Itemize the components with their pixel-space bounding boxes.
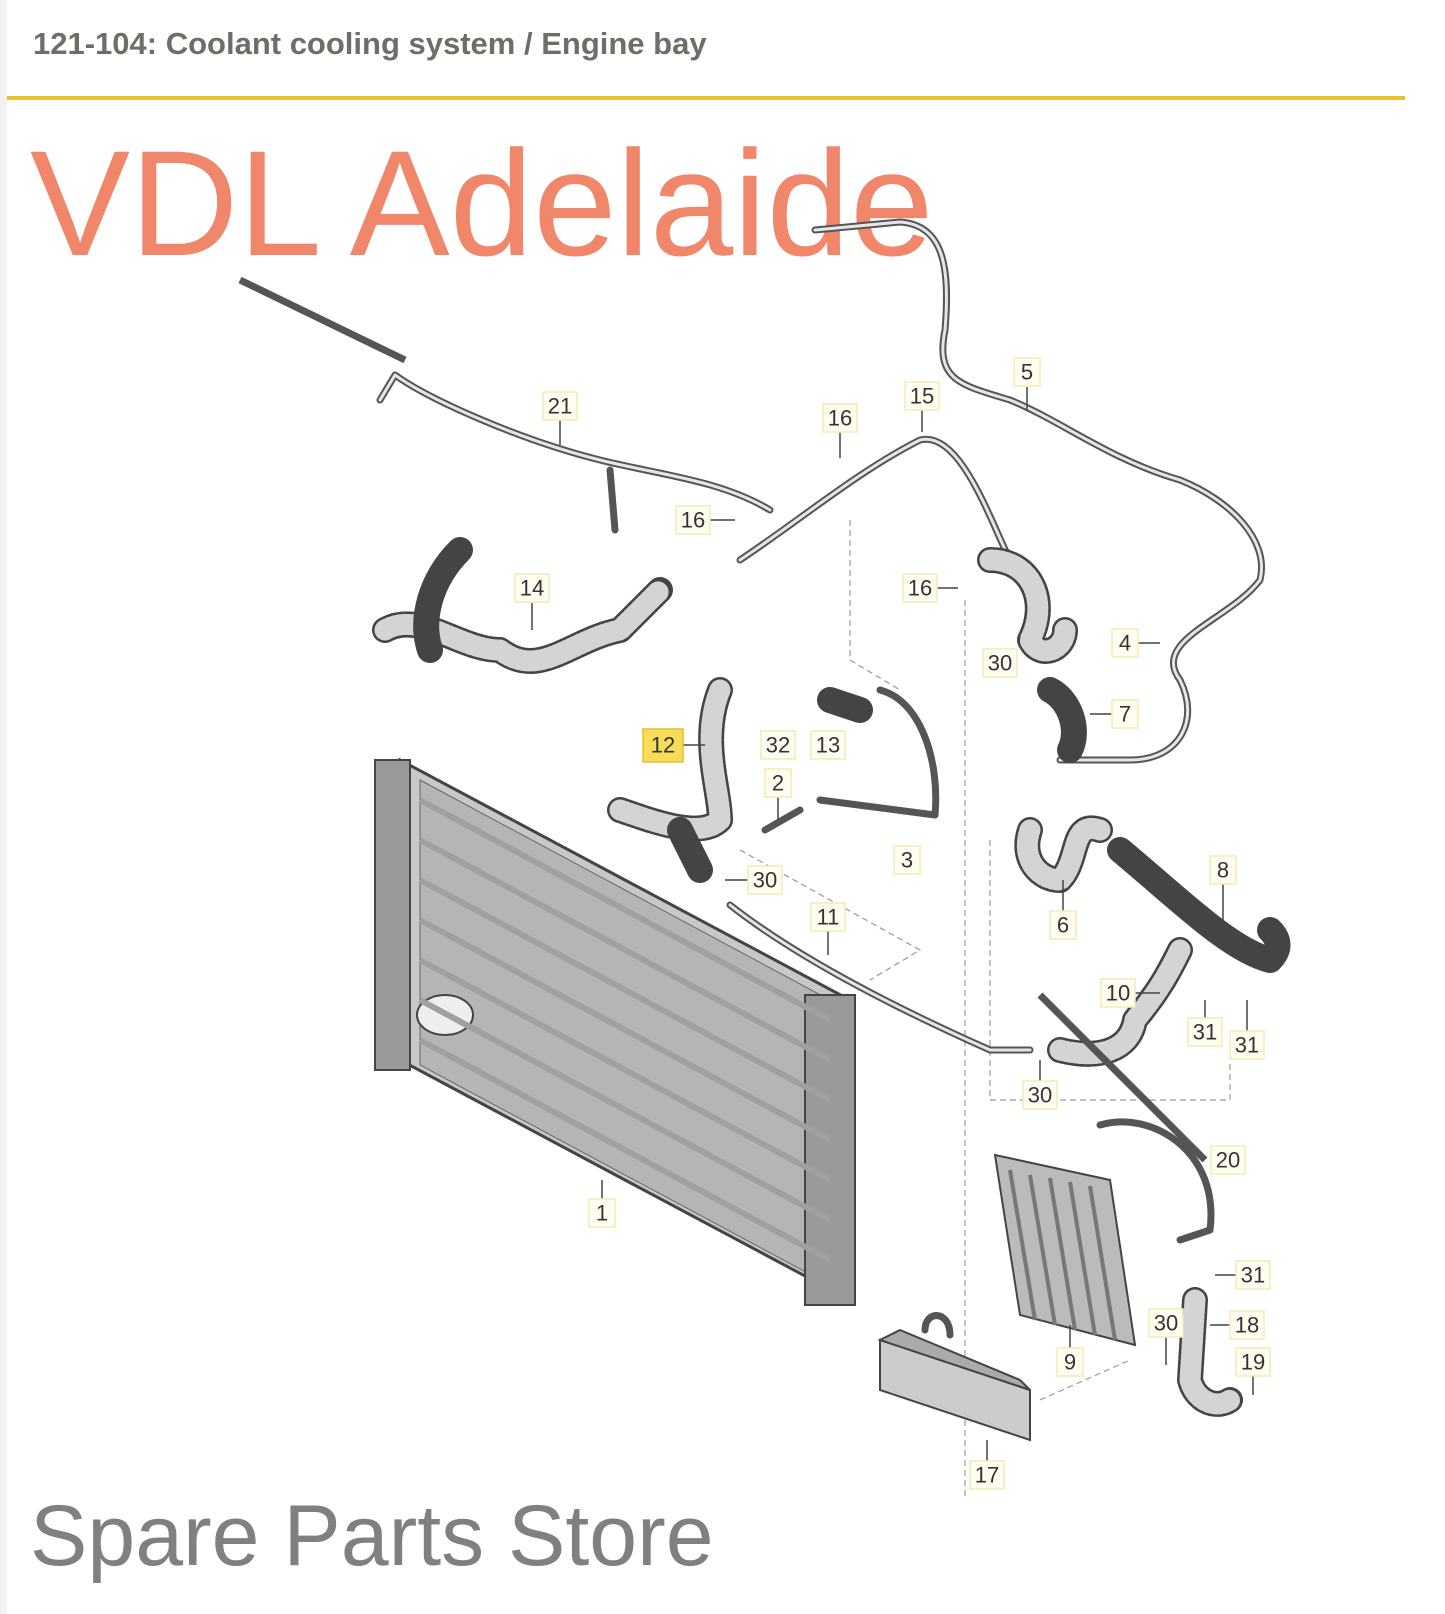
oil-cooler	[877, 1312, 1031, 1442]
callout-4[interactable]: 4	[1111, 628, 1160, 658]
svg-text:21: 21	[548, 394, 572, 419]
callout-1[interactable]: 1	[588, 1180, 616, 1228]
svg-text:20: 20	[1216, 1148, 1240, 1173]
svg-text:5: 5	[1021, 360, 1033, 385]
svg-text:30: 30	[1028, 1083, 1052, 1108]
left-border	[0, 0, 7, 1614]
callout-31c[interactable]: 31	[1215, 1260, 1271, 1290]
svg-text:2: 2	[772, 771, 784, 796]
callout-19[interactable]: 19	[1235, 1347, 1271, 1395]
callout-30b[interactable]: 30	[725, 865, 783, 895]
radiator	[374, 757, 856, 1306]
svg-text:30: 30	[988, 651, 1012, 676]
page-title: 121-104: Coolant cooling system / Engine…	[33, 26, 707, 61]
callout-6[interactable]: 6	[1049, 880, 1077, 940]
svg-text:3: 3	[901, 848, 913, 873]
watermark-strokes	[238, 276, 1208, 1163]
callout-14[interactable]: 14	[514, 573, 550, 630]
watermark-brand: VDL Adelaide	[30, 119, 933, 287]
auxiliary-radiator	[993, 1153, 1137, 1347]
svg-text:16: 16	[908, 576, 932, 601]
svg-text:31: 31	[1235, 1033, 1259, 1058]
svg-text:17: 17	[975, 1463, 999, 1488]
callout-9[interactable]: 9	[1056, 1325, 1084, 1377]
svg-text:32: 32	[766, 733, 790, 758]
callout-10[interactable]: 10	[1100, 978, 1160, 1008]
callout-5[interactable]: 5	[1013, 357, 1041, 410]
callout-11[interactable]: 11	[810, 902, 846, 955]
svg-text:13: 13	[816, 733, 840, 758]
svg-text:10: 10	[1106, 981, 1130, 1006]
svg-text:19: 19	[1241, 1350, 1265, 1375]
watermark-subtitle: Spare Parts Store	[30, 1488, 714, 1584]
svg-text:31: 31	[1241, 1263, 1265, 1288]
svg-text:14: 14	[520, 576, 544, 601]
svg-text:6: 6	[1057, 913, 1069, 938]
callout-30d[interactable]: 30	[1148, 1308, 1184, 1365]
svg-text:12: 12	[651, 733, 675, 758]
svg-text:1: 1	[596, 1201, 608, 1226]
svg-text:16: 16	[681, 508, 705, 533]
coolant-pipes	[376, 218, 1265, 1244]
callout-31b[interactable]: 31	[1229, 1000, 1265, 1060]
callout-13[interactable]: 13	[810, 730, 846, 760]
callout-30[interactable]: 30	[982, 648, 1018, 678]
svg-text:7: 7	[1119, 702, 1131, 727]
callout-32[interactable]: 32	[760, 730, 796, 760]
callout-31[interactable]: 31	[1187, 1000, 1223, 1047]
callout-18[interactable]: 18	[1210, 1310, 1265, 1340]
callout-3[interactable]: 3	[893, 845, 921, 875]
callout-21[interactable]: 21	[542, 391, 578, 445]
callout-16[interactable]: 16	[822, 403, 858, 458]
svg-text:8: 8	[1217, 858, 1229, 883]
title-underline	[7, 96, 1405, 100]
callout-15[interactable]: 15	[904, 381, 940, 432]
coolant-hoses	[372, 537, 1291, 1417]
callout-2[interactable]: 2	[764, 768, 792, 820]
svg-text:4: 4	[1119, 631, 1131, 656]
svg-text:9: 9	[1064, 1350, 1076, 1375]
svg-text:30: 30	[1154, 1311, 1178, 1336]
svg-text:16: 16	[828, 406, 852, 431]
callout-16b[interactable]: 16	[675, 505, 735, 535]
callout-16c[interactable]: 16	[902, 573, 958, 603]
svg-text:18: 18	[1235, 1313, 1259, 1338]
callout-8[interactable]: 8	[1209, 855, 1237, 930]
callout-20[interactable]: 20	[1210, 1145, 1246, 1175]
callouts: 21 16 15 5 16 14 16 4 30 7 12 32 13 2 30…	[514, 357, 1271, 1490]
svg-text:15: 15	[910, 384, 934, 409]
svg-text:30: 30	[753, 868, 777, 893]
svg-text:31: 31	[1193, 1020, 1217, 1045]
callout-17[interactable]: 17	[969, 1440, 1005, 1490]
callout-30c[interactable]: 30	[1022, 1060, 1058, 1110]
callout-7[interactable]: 7	[1090, 699, 1139, 729]
svg-text:11: 11	[817, 905, 840, 930]
callout-12-highlighted[interactable]: 12	[642, 728, 705, 763]
